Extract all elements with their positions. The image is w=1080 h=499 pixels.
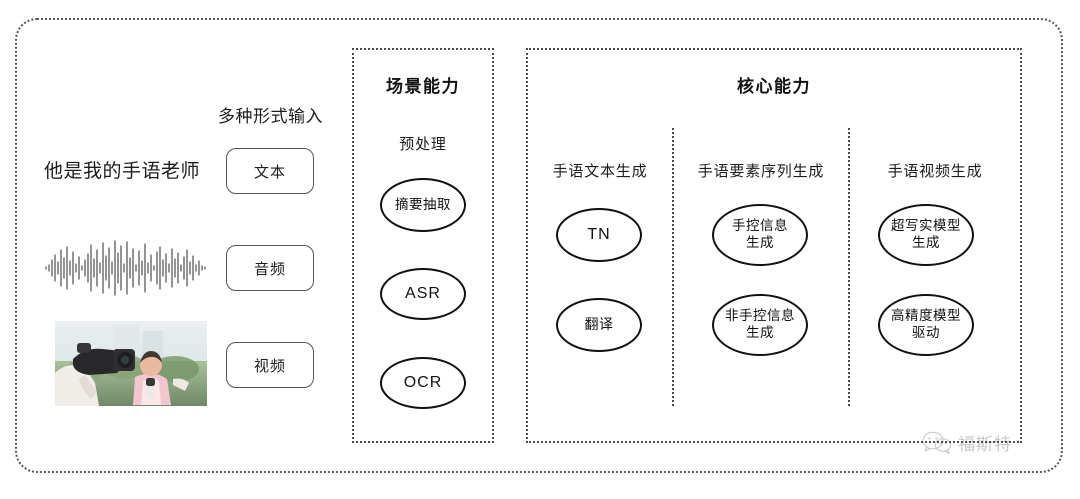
watermark-text: 福斯特 [958,435,1012,454]
node-translation[interactable]: 翻译 [556,298,642,352]
multi-input-header: 多种形式输入 [218,107,323,126]
panel-core-title: 核心能力 [737,77,811,96]
panel-core-capability: 核心能力 [526,48,1022,443]
node-hyper-realistic-model-generation[interactable]: 超写实模型生成 [878,204,974,266]
node-asr[interactable]: ASR [380,268,466,320]
node-tn[interactable]: TN [556,208,642,262]
audio-waveform-icon [44,238,208,298]
column-header-sign-video-generation: 手语视频生成 [887,163,983,180]
core-divider-2 [848,128,850,406]
column-header-sign-text-generation: 手语文本生成 [552,163,648,180]
column-header-preprocess: 预处理 [399,136,447,153]
node-manual-info-generation[interactable]: 手控信息生成 [712,204,808,266]
outer-frame [15,18,1063,473]
core-divider-1 [672,128,674,406]
node-ocr[interactable]: OCR [380,357,466,409]
sample-sentence: 他是我的手语老师 [44,161,201,182]
panel-scene-capability: 场景能力 [352,48,494,443]
video-thumbnail-photo [55,321,207,406]
modality-button-text[interactable]: 文本 [226,148,314,194]
modality-button-audio[interactable]: 音频 [226,245,314,291]
panel-scene-title: 场景能力 [386,77,460,96]
watermark: 福斯特 [922,430,1012,455]
node-high-precision-model-driving[interactable]: 高精度模型驱动 [878,294,974,356]
node-non-manual-info-generation[interactable]: 非手控信息生成 [712,294,808,356]
node-abstract-extraction[interactable]: 摘要抽取 [380,178,466,232]
wechat-icon [922,431,952,454]
modality-button-video[interactable]: 视频 [226,342,314,388]
column-header-sign-element-sequence-generation: 手语要素序列生成 [697,163,825,180]
